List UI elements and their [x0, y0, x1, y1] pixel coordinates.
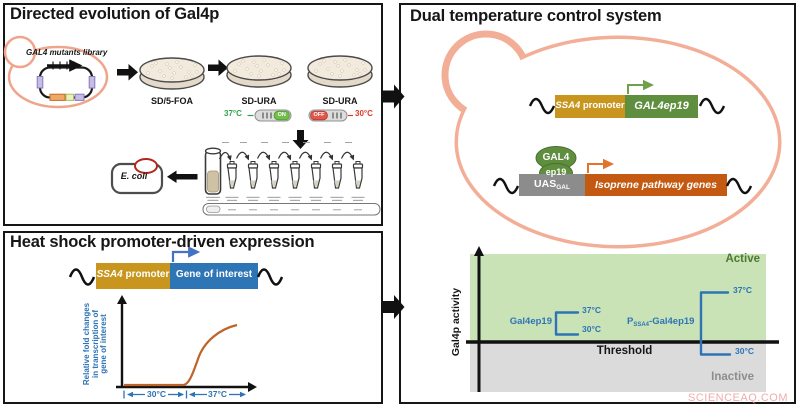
- tf-gal4-label: GAL4: [542, 151, 570, 163]
- promoter-label-c: SSA4 promoter: [555, 99, 625, 111]
- gal4ep19-group-label: Gal4ep19: [509, 315, 552, 327]
- toggle-off-label: OFF: [313, 112, 325, 118]
- temp-hot-label: 37°C: [224, 108, 242, 118]
- plate-label-sdura-2: SD-URA: [322, 95, 358, 106]
- xseg-30c-label: 30°C: [147, 388, 166, 399]
- activity-ylabel: Gal4p activity: [450, 287, 463, 357]
- panel-title-dual: Dual temperature control system: [410, 7, 662, 25]
- uas-label: UASGAL: [534, 177, 570, 191]
- watermark: SCIENCEAQ.COM: [688, 392, 789, 404]
- isoprene-genes-label: Isoprene pathway genes: [595, 178, 717, 191]
- plate-label-sdura-1: SD-URA: [241, 95, 277, 106]
- xseg-37c-label: 37°C: [208, 388, 227, 399]
- g1-37c-label: 37°C: [582, 304, 601, 315]
- plasmid-label: GAL4 mutants library: [26, 47, 108, 57]
- g2-30c-label: 30°C: [735, 345, 754, 356]
- pssa4-group-label: PSSA4-Gal4ep19: [627, 315, 695, 328]
- toggle-on-label: ON: [277, 112, 286, 118]
- ecoli-label: E. coli: [120, 171, 148, 181]
- promoter-label-b: SSA4 promoter: [96, 268, 170, 280]
- gal4ep19-gene-label: GAL4ep19: [634, 99, 689, 112]
- panel-title-evolution: Directed evolution of Gal4p: [10, 5, 220, 23]
- inactive-label: Inactive: [711, 370, 754, 383]
- tf-ep19-label: ep19: [545, 166, 567, 177]
- active-label: Active: [725, 252, 760, 265]
- panel-title-heatshock: Heat shock promoter-driven expression: [10, 233, 315, 251]
- temp-cold-label: 30°C: [355, 108, 373, 118]
- gene-of-interest-label: Gene of interest: [175, 268, 253, 280]
- g2-37c-label: 37°C: [733, 284, 752, 295]
- g1-30c-label: 30°C: [582, 324, 601, 334]
- threshold-label: Threshold: [596, 345, 653, 357]
- plate-label-sd5foa: SD/5-FOA: [150, 95, 193, 106]
- expression-ylabel: Relative fold changes in transcription o…: [81, 302, 109, 386]
